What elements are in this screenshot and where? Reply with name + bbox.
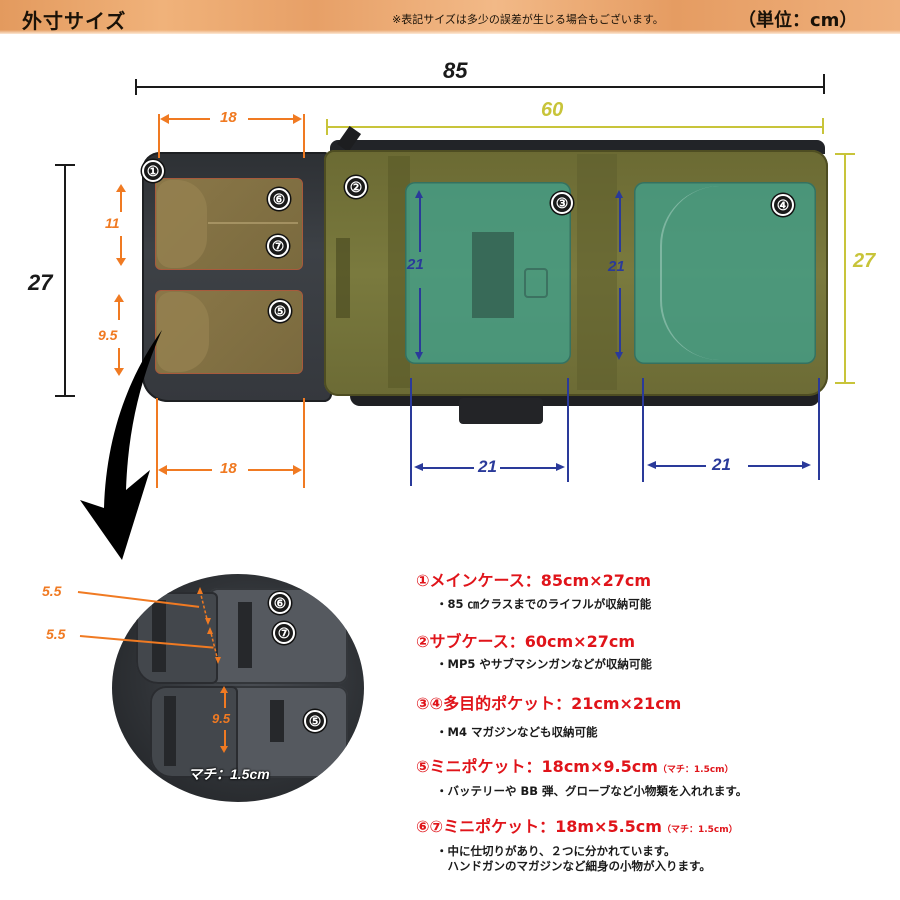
header-unit: （単位：cm）	[738, 10, 858, 31]
header-note: ※表記サイズは多少の誤差が生じる場合もございます。	[392, 13, 664, 26]
dim-mini-pocket-bottom-width-label: 18	[220, 460, 237, 477]
dim-pocket-4-width-label: 21	[712, 455, 731, 474]
badge-5: ⑤	[269, 300, 291, 322]
spec-desc: ・M4 マガジンなども収納可能	[436, 725, 598, 739]
spec-title: ③④多目的ポケット：21cm×21cm	[416, 694, 682, 713]
badge-4: ④	[772, 194, 794, 216]
dim-overall-width-label: 85	[443, 58, 468, 83]
spec-desc: ・バッテリーや BB 弾、グローブなど小物類を入れれます。	[436, 784, 748, 798]
dim-mini-pocket-5-height-label: 9.5	[98, 327, 118, 343]
dim-subcase-width-label: 60	[541, 99, 564, 121]
inset-badge-6: ⑥	[269, 592, 291, 614]
badge-2: ②	[345, 176, 367, 198]
badge-6: ⑥	[268, 188, 290, 210]
spec-desc: ・中に仕切りがあり、２つに分かれています。	[436, 844, 676, 858]
dim-overall-height-label: 27	[28, 268, 53, 298]
spec-desc: ・MP5 やサブマシンガンなどが収納可能	[436, 657, 652, 671]
dim-pocket-3-height-label: 21	[407, 256, 424, 273]
spec-title: ⑥⑦ミニポケット：18m×5.5cm	[416, 817, 662, 836]
badge-3: ③	[551, 192, 573, 214]
dim-pocket-4-height-label: 21	[608, 258, 625, 275]
dim-subcase-height-label: 27	[853, 250, 876, 272]
dim-mini-pocket-top-width-label: 18	[220, 109, 237, 126]
inset-divider-dims	[197, 587, 221, 664]
spec-title: ①メインケース：85cm×27cm	[416, 571, 651, 590]
spec-note: （マチ：1.5cm）	[661, 825, 738, 835]
spec-desc: ハンドガンのマガジンなど細身の小物が入ります。	[436, 859, 711, 873]
header-banner: 外寸サイズ ※表記サイズは多少の誤差が生じる場合もございます。 （単位：cm）	[0, 0, 900, 34]
dim-pocket-3-width-label: 21	[478, 457, 497, 476]
spec-title: ②サブケース：60cm×27cm	[416, 632, 635, 651]
inset-badge-7: ⑦	[273, 622, 295, 644]
badge-1: ①	[142, 160, 164, 182]
inset-badge-5: ⑤	[304, 710, 326, 732]
spec-note: （マチ：1.5cm）	[657, 765, 734, 775]
dim-mini-pocket-67-height-label: 11	[105, 215, 120, 231]
carry-handle	[459, 398, 543, 424]
badge-7: ⑦	[267, 235, 289, 257]
spec-desc: ・85 ㎝クラスまでのライフルが収納可能	[436, 597, 652, 611]
inset-closeup	[112, 574, 364, 802]
inset-gusset-label: マチ：1.5cm	[188, 766, 270, 782]
header-title: 外寸サイズ	[22, 9, 127, 33]
callout-arrow-icon	[80, 330, 162, 560]
spec-title: ⑤ミニポケット：18cm×9.5cm	[416, 757, 658, 776]
